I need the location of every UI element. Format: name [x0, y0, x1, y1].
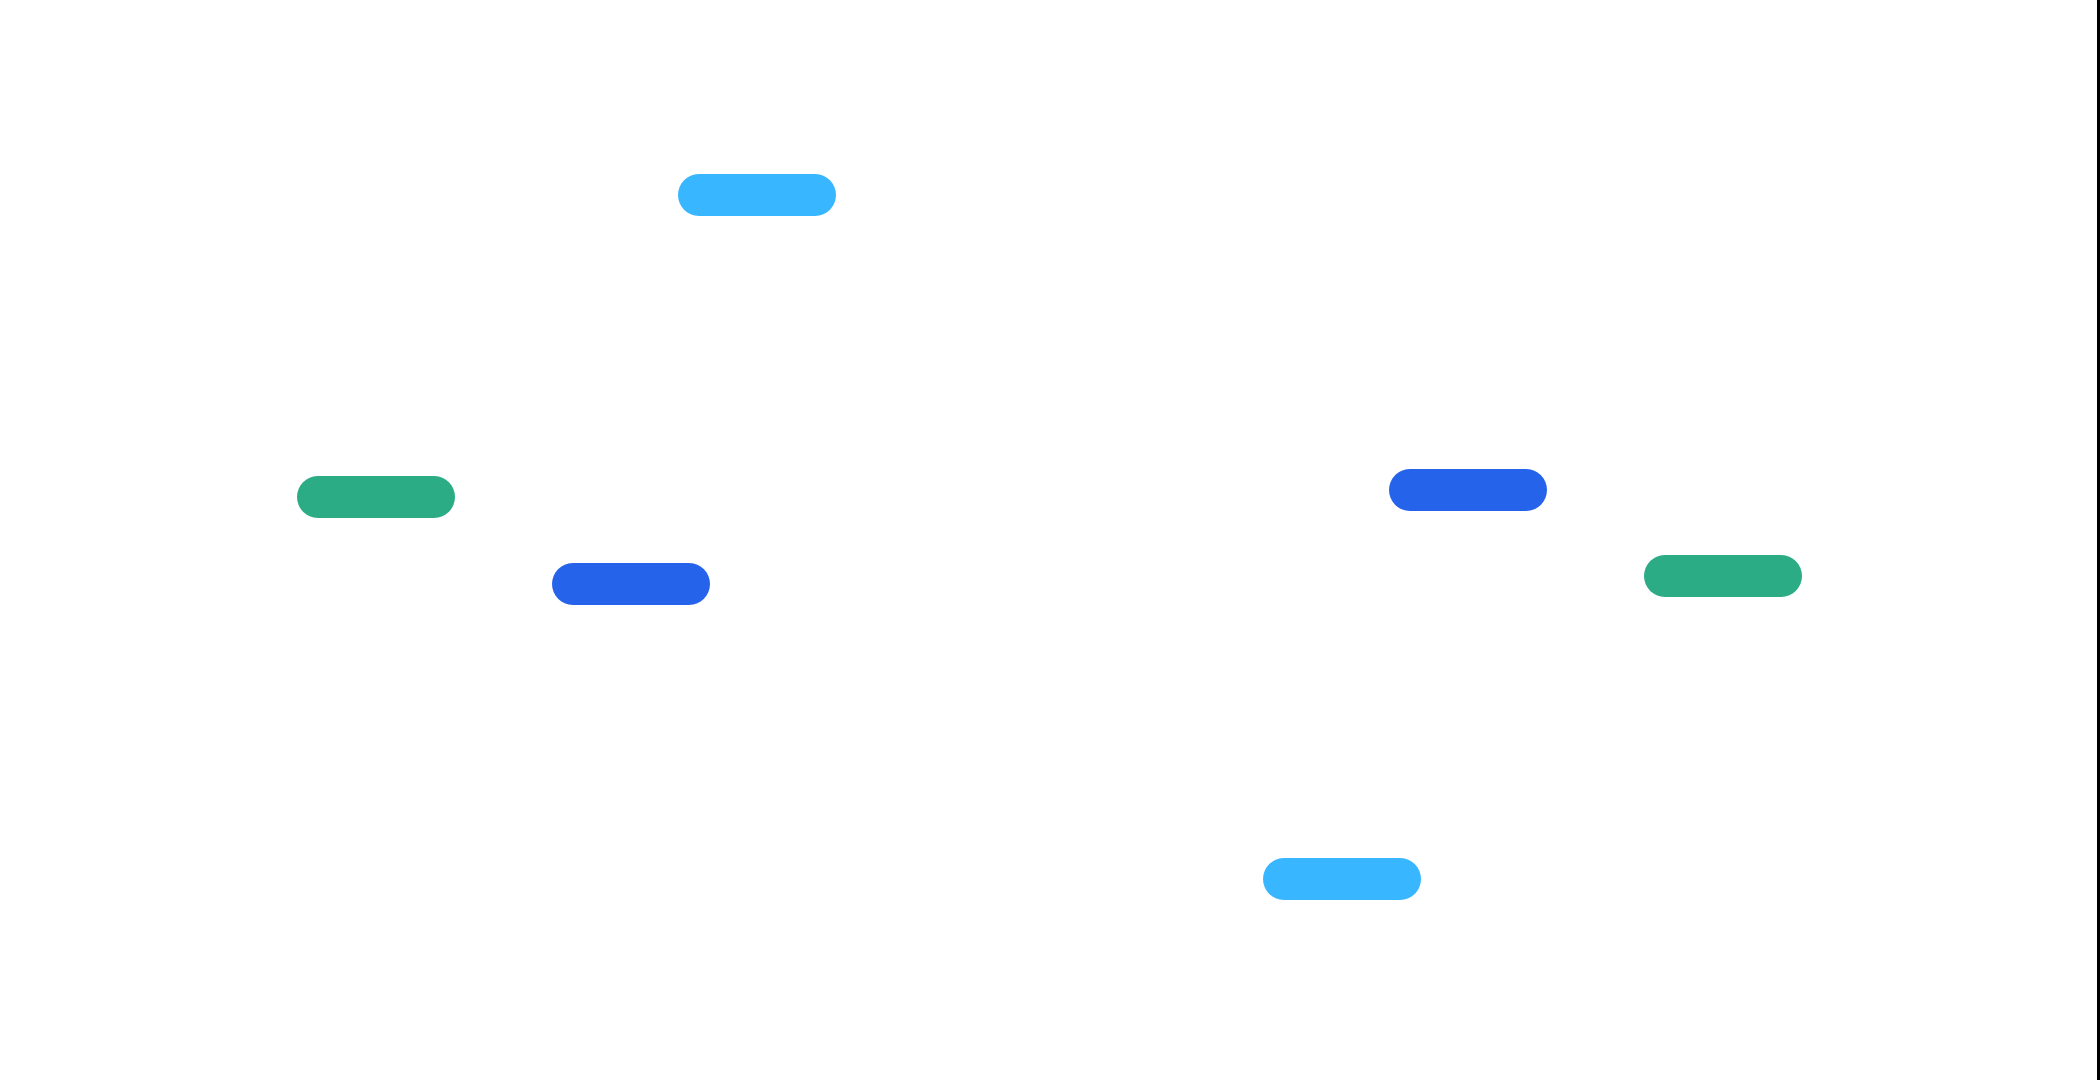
green-pill-1[interactable] — [297, 476, 455, 518]
light-blue-pill-2[interactable] — [1263, 858, 1421, 900]
blue-pill-1[interactable] — [552, 563, 710, 605]
light-blue-pill-1[interactable] — [678, 174, 836, 216]
right-border — [2097, 0, 2100, 1080]
green-pill-2[interactable] — [1644, 555, 1802, 597]
blue-pill-2[interactable] — [1389, 469, 1547, 511]
